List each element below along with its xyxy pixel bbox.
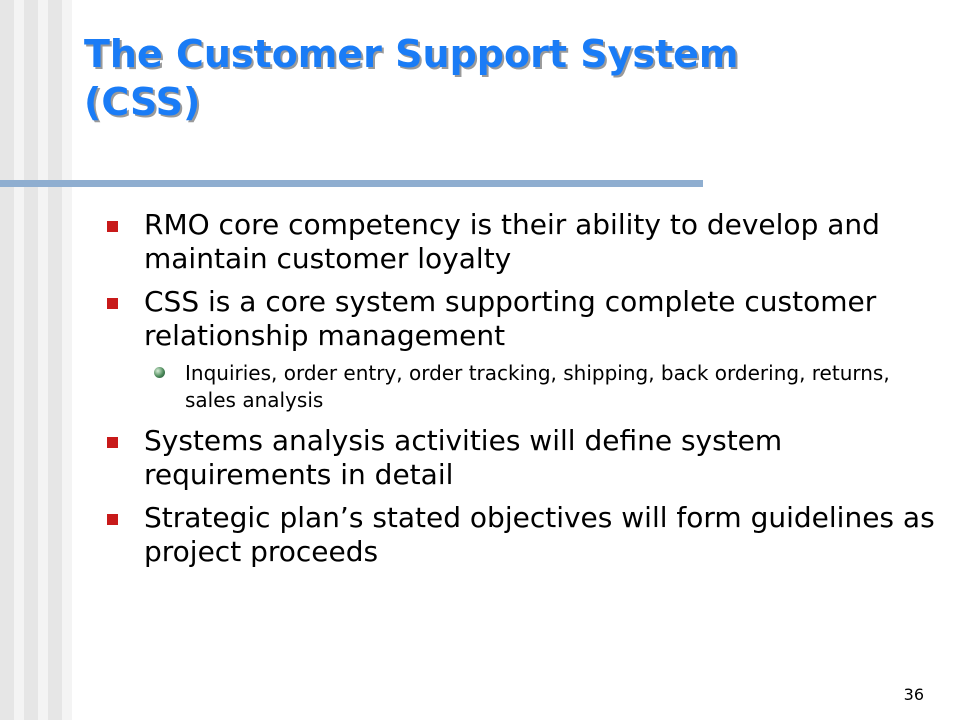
bullet-text: Systems analysis activities will define …	[144, 424, 783, 491]
bullet-item: RMO core competency is their ability to …	[107, 208, 947, 276]
page-number: 36	[903, 685, 924, 704]
slide-title-line-1: The Customer Support System	[84, 32, 739, 76]
square-bullet-icon	[107, 514, 118, 525]
sub-bullet-text: Inquiries, order entry, order tracking, …	[185, 361, 890, 412]
square-bullet-icon	[107, 298, 118, 309]
sub-bullet-item: Inquiries, order entry, order tracking, …	[154, 360, 947, 414]
bullet-text: CSS is a core system supporting complete…	[144, 285, 877, 352]
slide-title-line-2: (CSS)	[84, 80, 201, 124]
slide-title: The Customer Support System (CSS)	[84, 30, 924, 126]
bullet-item: Systems analysis activities will define …	[107, 424, 947, 492]
content-panel	[72, 0, 960, 720]
bullet-text: Strategic plan’s stated objectives will …	[144, 501, 935, 568]
bullet-text: RMO core competency is their ability to …	[144, 208, 880, 275]
bullet-item: CSS is a core system supporting complete…	[107, 285, 947, 353]
bullet-list: RMO core competency is their ability to …	[107, 208, 947, 578]
orb-bullet-icon	[154, 367, 165, 378]
square-bullet-icon	[107, 221, 118, 232]
bullet-item: Strategic plan’s stated objectives will …	[107, 501, 947, 569]
square-bullet-icon	[107, 437, 118, 448]
title-divider	[0, 180, 703, 187]
